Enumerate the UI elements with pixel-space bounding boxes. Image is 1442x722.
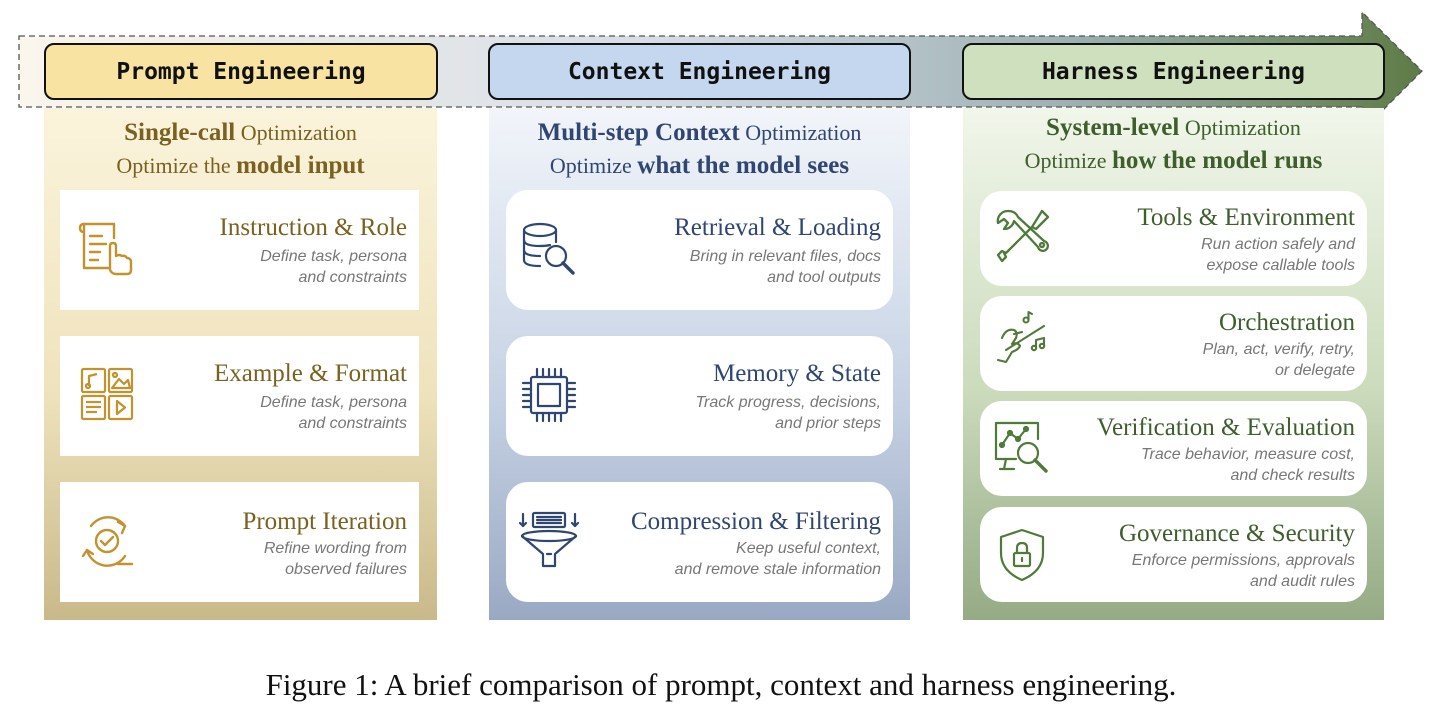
harness-subtitle: System-level Optimization Optimize how t… bbox=[963, 111, 1384, 177]
card-desc-line1: Keep useful context, bbox=[736, 540, 881, 557]
layout-grid-icon bbox=[80, 367, 134, 421]
card-title: Example & Format bbox=[213, 360, 407, 387]
card-desc-line2: observed failures bbox=[285, 561, 407, 578]
prompt-engineering-header: Prompt Engineering bbox=[44, 43, 438, 100]
card-desc-line1: Run action safely and bbox=[1201, 236, 1355, 253]
card-desc-line1: Enforce permissions, approvals bbox=[1131, 552, 1355, 569]
card-retrieval-loading: Retrieval & Loading Bring in relevant fi… bbox=[506, 190, 893, 310]
card-tools-environment: Tools & Environment Run action safely an… bbox=[980, 191, 1367, 286]
funnel-filter-icon bbox=[519, 511, 579, 568]
card-compression-filtering: Compression & Filtering Keep useful cont… bbox=[506, 482, 893, 602]
figure-caption: Figure 1: A brief comparison of prompt, … bbox=[265, 667, 1177, 702]
card-desc-line1: Define task, persona bbox=[260, 248, 407, 265]
card-title: Instruction & Role bbox=[219, 214, 407, 241]
conductor-icon bbox=[996, 310, 1046, 364]
card-desc-line2: expose callable tools bbox=[1206, 257, 1355, 274]
comparison-diagram: Prompt Engineering Context Engineering H… bbox=[18, 10, 1423, 620]
prompt-line2-bold: model input bbox=[236, 152, 365, 179]
card-desc-line1: Define task, persona bbox=[260, 394, 407, 411]
card-title: Memory & State bbox=[712, 360, 881, 387]
card-desc-line1: Refine wording from bbox=[263, 540, 407, 557]
card-desc-line2: and tool outputs bbox=[767, 269, 881, 286]
harness-subtitle-bold: System-level bbox=[1046, 114, 1180, 141]
card-desc-line2: and audit rules bbox=[1250, 573, 1355, 590]
harness-engineering-header: Harness Engineering bbox=[962, 43, 1385, 100]
harness-line2-bold: how the model runs bbox=[1111, 147, 1323, 174]
database-search-icon bbox=[522, 222, 575, 275]
card-example-format: Example & Format Define task, persona an… bbox=[60, 336, 419, 456]
card-desc-line2: and remove stale information bbox=[674, 561, 881, 578]
context-line2-bold: what the model sees bbox=[637, 152, 850, 179]
card-instruction-role: Instruction & Role Define task, persona … bbox=[60, 190, 419, 310]
context-engineering-header: Context Engineering bbox=[488, 43, 911, 100]
cycle-check-icon bbox=[81, 516, 134, 567]
prompt-subtitle-bold: Single-call bbox=[124, 119, 236, 146]
context-subtitle-bold: Multi-step Context bbox=[537, 119, 740, 146]
chip-icon bbox=[521, 367, 577, 423]
card-title: Retrieval & Loading bbox=[674, 214, 881, 241]
card-desc-line1: Plan, act, verify, retry, bbox=[1202, 341, 1355, 358]
context-line2-pre: Optimize bbox=[549, 153, 638, 178]
card-prompt-iteration: Prompt Iteration Refine wording from obs… bbox=[60, 482, 419, 602]
tools-icon bbox=[996, 209, 1050, 263]
card-verification-evaluation: Verification & Evaluation Trace behavior… bbox=[980, 401, 1367, 496]
card-title: Verification & Evaluation bbox=[1096, 414, 1355, 441]
harness-line2-pre: Optimize bbox=[1024, 148, 1112, 173]
card-title: Orchestration bbox=[1218, 309, 1355, 336]
harness-subtitle-rest: Optimization bbox=[1179, 115, 1301, 140]
card-desc-line1: Bring in relevant files, docs bbox=[689, 248, 881, 265]
card-desc-line2: and constraints bbox=[298, 269, 407, 286]
card-title: Governance & Security bbox=[1118, 520, 1355, 547]
card-orchestration: Orchestration Plan, act, verify, retry, … bbox=[980, 296, 1367, 391]
card-desc-line1: Track progress, decisions, bbox=[695, 394, 881, 411]
prompt-subtitle-rest: Optimization bbox=[235, 120, 357, 145]
context-subtitle-rest: Optimization bbox=[739, 120, 862, 145]
document-touch-icon bbox=[78, 222, 133, 276]
prompt-line2-pre: Optimize the bbox=[116, 153, 237, 178]
card-governance-security: Governance & Security Enforce permission… bbox=[980, 507, 1367, 602]
card-memory-state: Memory & State Track progress, decisions… bbox=[506, 336, 893, 456]
prompt-subtitle: Single-call Optimization Optimize the mo… bbox=[44, 116, 437, 182]
card-title: Tools & Environment bbox=[1137, 204, 1355, 231]
card-desc-line2: or delegate bbox=[1274, 362, 1355, 379]
card-title: Prompt Iteration bbox=[242, 508, 407, 535]
shield-lock-icon bbox=[999, 528, 1045, 582]
monitor-magnifier-icon bbox=[994, 421, 1048, 473]
card-title: Compression & Filtering bbox=[631, 508, 881, 535]
card-desc-line2: and check results bbox=[1230, 467, 1355, 484]
card-desc-line2: and constraints bbox=[298, 415, 407, 432]
card-desc-line1: Trace behavior, measure cost, bbox=[1140, 446, 1355, 463]
context-subtitle: Multi-step Context Optimization Optimize… bbox=[489, 116, 910, 182]
card-desc-line2: and prior steps bbox=[775, 415, 881, 432]
